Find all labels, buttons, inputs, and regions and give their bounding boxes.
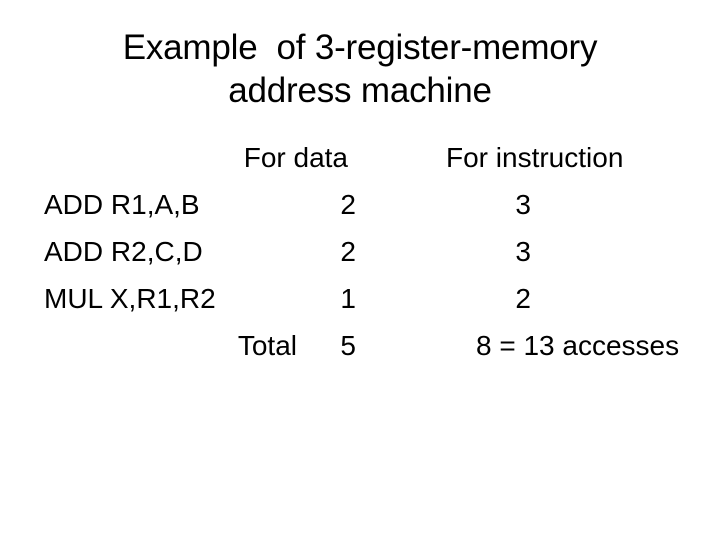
memory-access-table: For data For instruction ADD R1,A,B 2 3 … <box>0 134 720 369</box>
table-row: ADD R1,A,B 2 3 <box>0 181 720 228</box>
total-for-instruction-value: 8 = 13 accesses <box>476 330 680 361</box>
column-header-for-data: For data <box>243 142 348 173</box>
table-row: MUL X,R1,R2 1 2 <box>0 275 720 322</box>
for-data-value: 2 <box>340 236 356 267</box>
table-row: ADD R2,C,D 2 3 <box>0 228 720 275</box>
for-data-value: 1 <box>340 283 356 314</box>
total-label: Total <box>237 330 297 361</box>
table-header-row: For data For instruction <box>0 134 720 181</box>
column-header-for-instruction: For instruction <box>446 142 624 173</box>
for-instruction-value: 3 <box>515 236 531 267</box>
for-instruction-value: 2 <box>515 283 531 314</box>
instruction-label: ADD R2,C,D <box>44 236 203 267</box>
page-title: Example of 3-register-memory address mac… <box>122 28 598 110</box>
table-total-row: Total 5 8 = 13 accesses <box>0 322 720 369</box>
for-instruction-value: 3 <box>515 189 531 220</box>
instruction-label: ADD R1,A,B <box>44 189 200 220</box>
instruction-label: MUL X,R1,R2 <box>44 283 216 314</box>
total-for-data-value: 5 <box>340 330 356 361</box>
for-data-value: 2 <box>340 189 356 220</box>
